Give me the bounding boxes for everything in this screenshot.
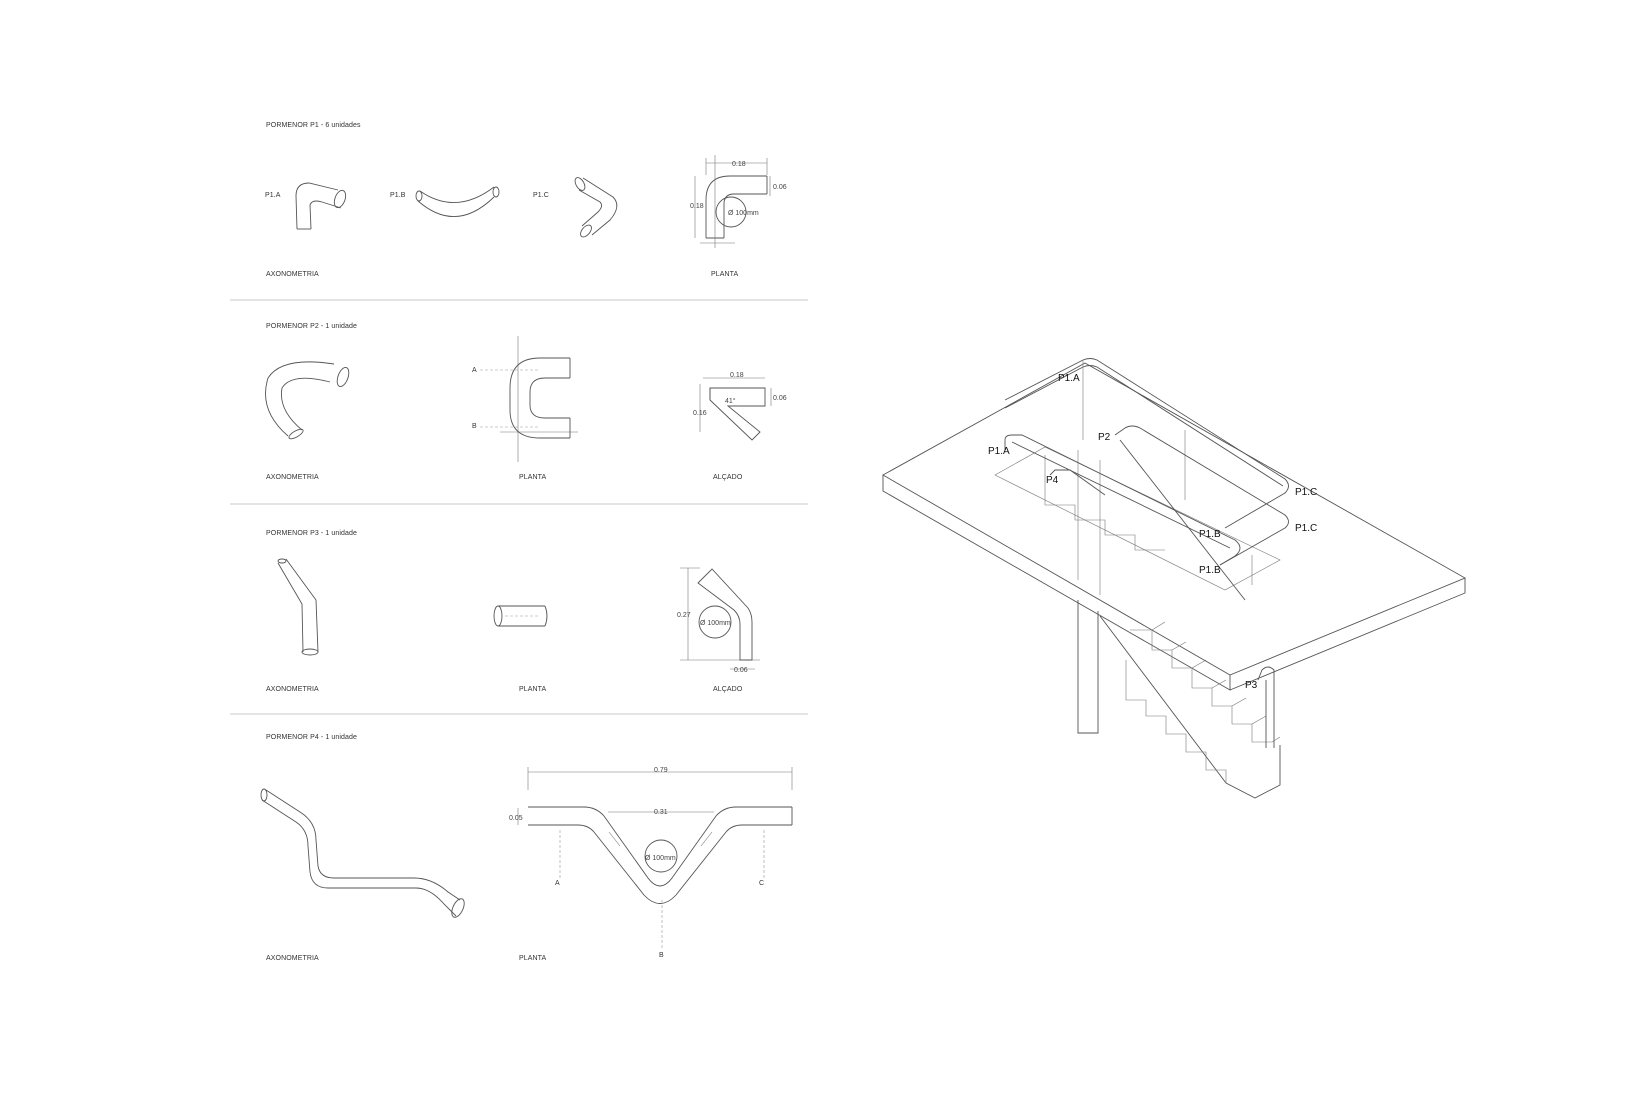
section-p1: PORMENOR P1 - 6 unidades P1.A P1.B P1.C: [265, 122, 787, 278]
p1-plan-drawing: [694, 155, 771, 248]
p1-dim-diameter: Ø 100mm: [728, 210, 759, 217]
section-p3-title: PORMENOR P3 - 1 unidade: [266, 530, 357, 537]
p2-u-axonometric-drawing: [265, 361, 350, 440]
stair-flight: [1099, 615, 1281, 799]
p2-dim-angle: 41°: [725, 397, 736, 405]
p1-dim-width: 0.18: [732, 161, 746, 168]
section-p4-title: PORMENOR P4 - 1 unidade: [266, 734, 357, 741]
p4-view-planta: PLANTA: [519, 955, 547, 962]
p4-marker-c: C: [759, 880, 764, 887]
section-p2-title: PORMENOR P2 - 1 unidade: [266, 323, 357, 330]
p4-dim-span: 0.31: [654, 809, 668, 816]
p2-plan-drawing: [480, 336, 578, 462]
p2-view-axonometria: AXONOMETRIA: [266, 474, 319, 481]
p4-marker-b: B: [659, 952, 664, 959]
p1b-label: P1.B: [390, 192, 406, 199]
p1b-bend-drawing: [415, 186, 500, 217]
p4-dim-thickness: 0.05: [509, 815, 523, 822]
p2-view-planta: PLANTA: [519, 474, 547, 481]
p4-view-axonometria: AXONOMETRIA: [266, 955, 319, 962]
tag-p3: P3: [1245, 680, 1258, 691]
axonometric-stair-view: P1.A P2 P1.A P4 P1.C P1.C P1.B P1.B P3: [882, 358, 1467, 799]
p2-view-alcado: ALÇADO: [713, 474, 743, 481]
section-p3: PORMENOR P3 - 1 unidade 0.27 Ø 100mm 0.0…: [266, 530, 760, 693]
p2-marker-a: A: [472, 367, 477, 374]
p2-elevation-drawing: [699, 377, 772, 441]
p1-view-planta: PLANTA: [711, 271, 739, 278]
p4-axonometric-drawing: [260, 788, 465, 918]
tag-p1c-lower: P1.C: [1295, 523, 1317, 534]
p2-dim-thickness: 0.06: [773, 395, 787, 402]
p3-view-planta: PLANTA: [519, 686, 547, 693]
tag-p1b-lower: P1.B: [1199, 565, 1221, 576]
p2-dim-height: 0.16: [693, 410, 707, 417]
p1a-elbow-drawing: [295, 182, 347, 230]
p3-dim-thickness: 0.06: [734, 667, 748, 674]
p4-marker-a: A: [555, 880, 560, 887]
p2-marker-b: B: [472, 423, 477, 430]
p3-axonometric-drawing: [277, 558, 319, 656]
p4-plan-drawing: [517, 767, 793, 948]
tag-p1c-upper: P1.C: [1295, 487, 1317, 498]
tag-p1b-upper: P1.B: [1199, 529, 1221, 540]
p3-elevation-drawing: [680, 567, 760, 670]
tag-p2: P2: [1098, 432, 1111, 443]
section-p4: PORMENOR P4 - 1 unidade 0.79 0.05 0.31: [260, 734, 793, 962]
stair-upper: [1044, 450, 1253, 595]
railings: [1004, 358, 1289, 748]
p1-dim-height: 0.18: [690, 203, 704, 210]
p1c-corner-drawing: [574, 177, 618, 238]
p2-dim-width: 0.18: [730, 372, 744, 379]
tag-p4: P4: [1046, 475, 1059, 486]
p1a-label: P1.A: [265, 192, 281, 199]
tag-p1a-top: P1.A: [1058, 373, 1080, 384]
tag-p1a-left: P1.A: [988, 446, 1010, 457]
p3-view-alcado: ALÇADO: [713, 686, 743, 693]
p4-dim-total: 0.79: [654, 767, 668, 774]
section-p2: PORMENOR P2 - 1 unidade A B 0.18: [265, 323, 787, 481]
p1-view-axonometria: AXONOMETRIA: [266, 271, 319, 278]
p3-view-axonometria: AXONOMETRIA: [266, 686, 319, 693]
p3-dim-height: 0.27: [677, 612, 691, 619]
p1-dim-thickness: 0.06: [773, 184, 787, 191]
p3-plan-drawing: [493, 605, 548, 627]
p1c-label: P1.C: [533, 192, 549, 199]
p4-dim-diameter: Ø 100mm: [645, 855, 676, 862]
section-p1-title: PORMENOR P1 - 6 unidades: [266, 122, 361, 129]
p3-dim-diameter: Ø 100mm: [700, 620, 731, 627]
